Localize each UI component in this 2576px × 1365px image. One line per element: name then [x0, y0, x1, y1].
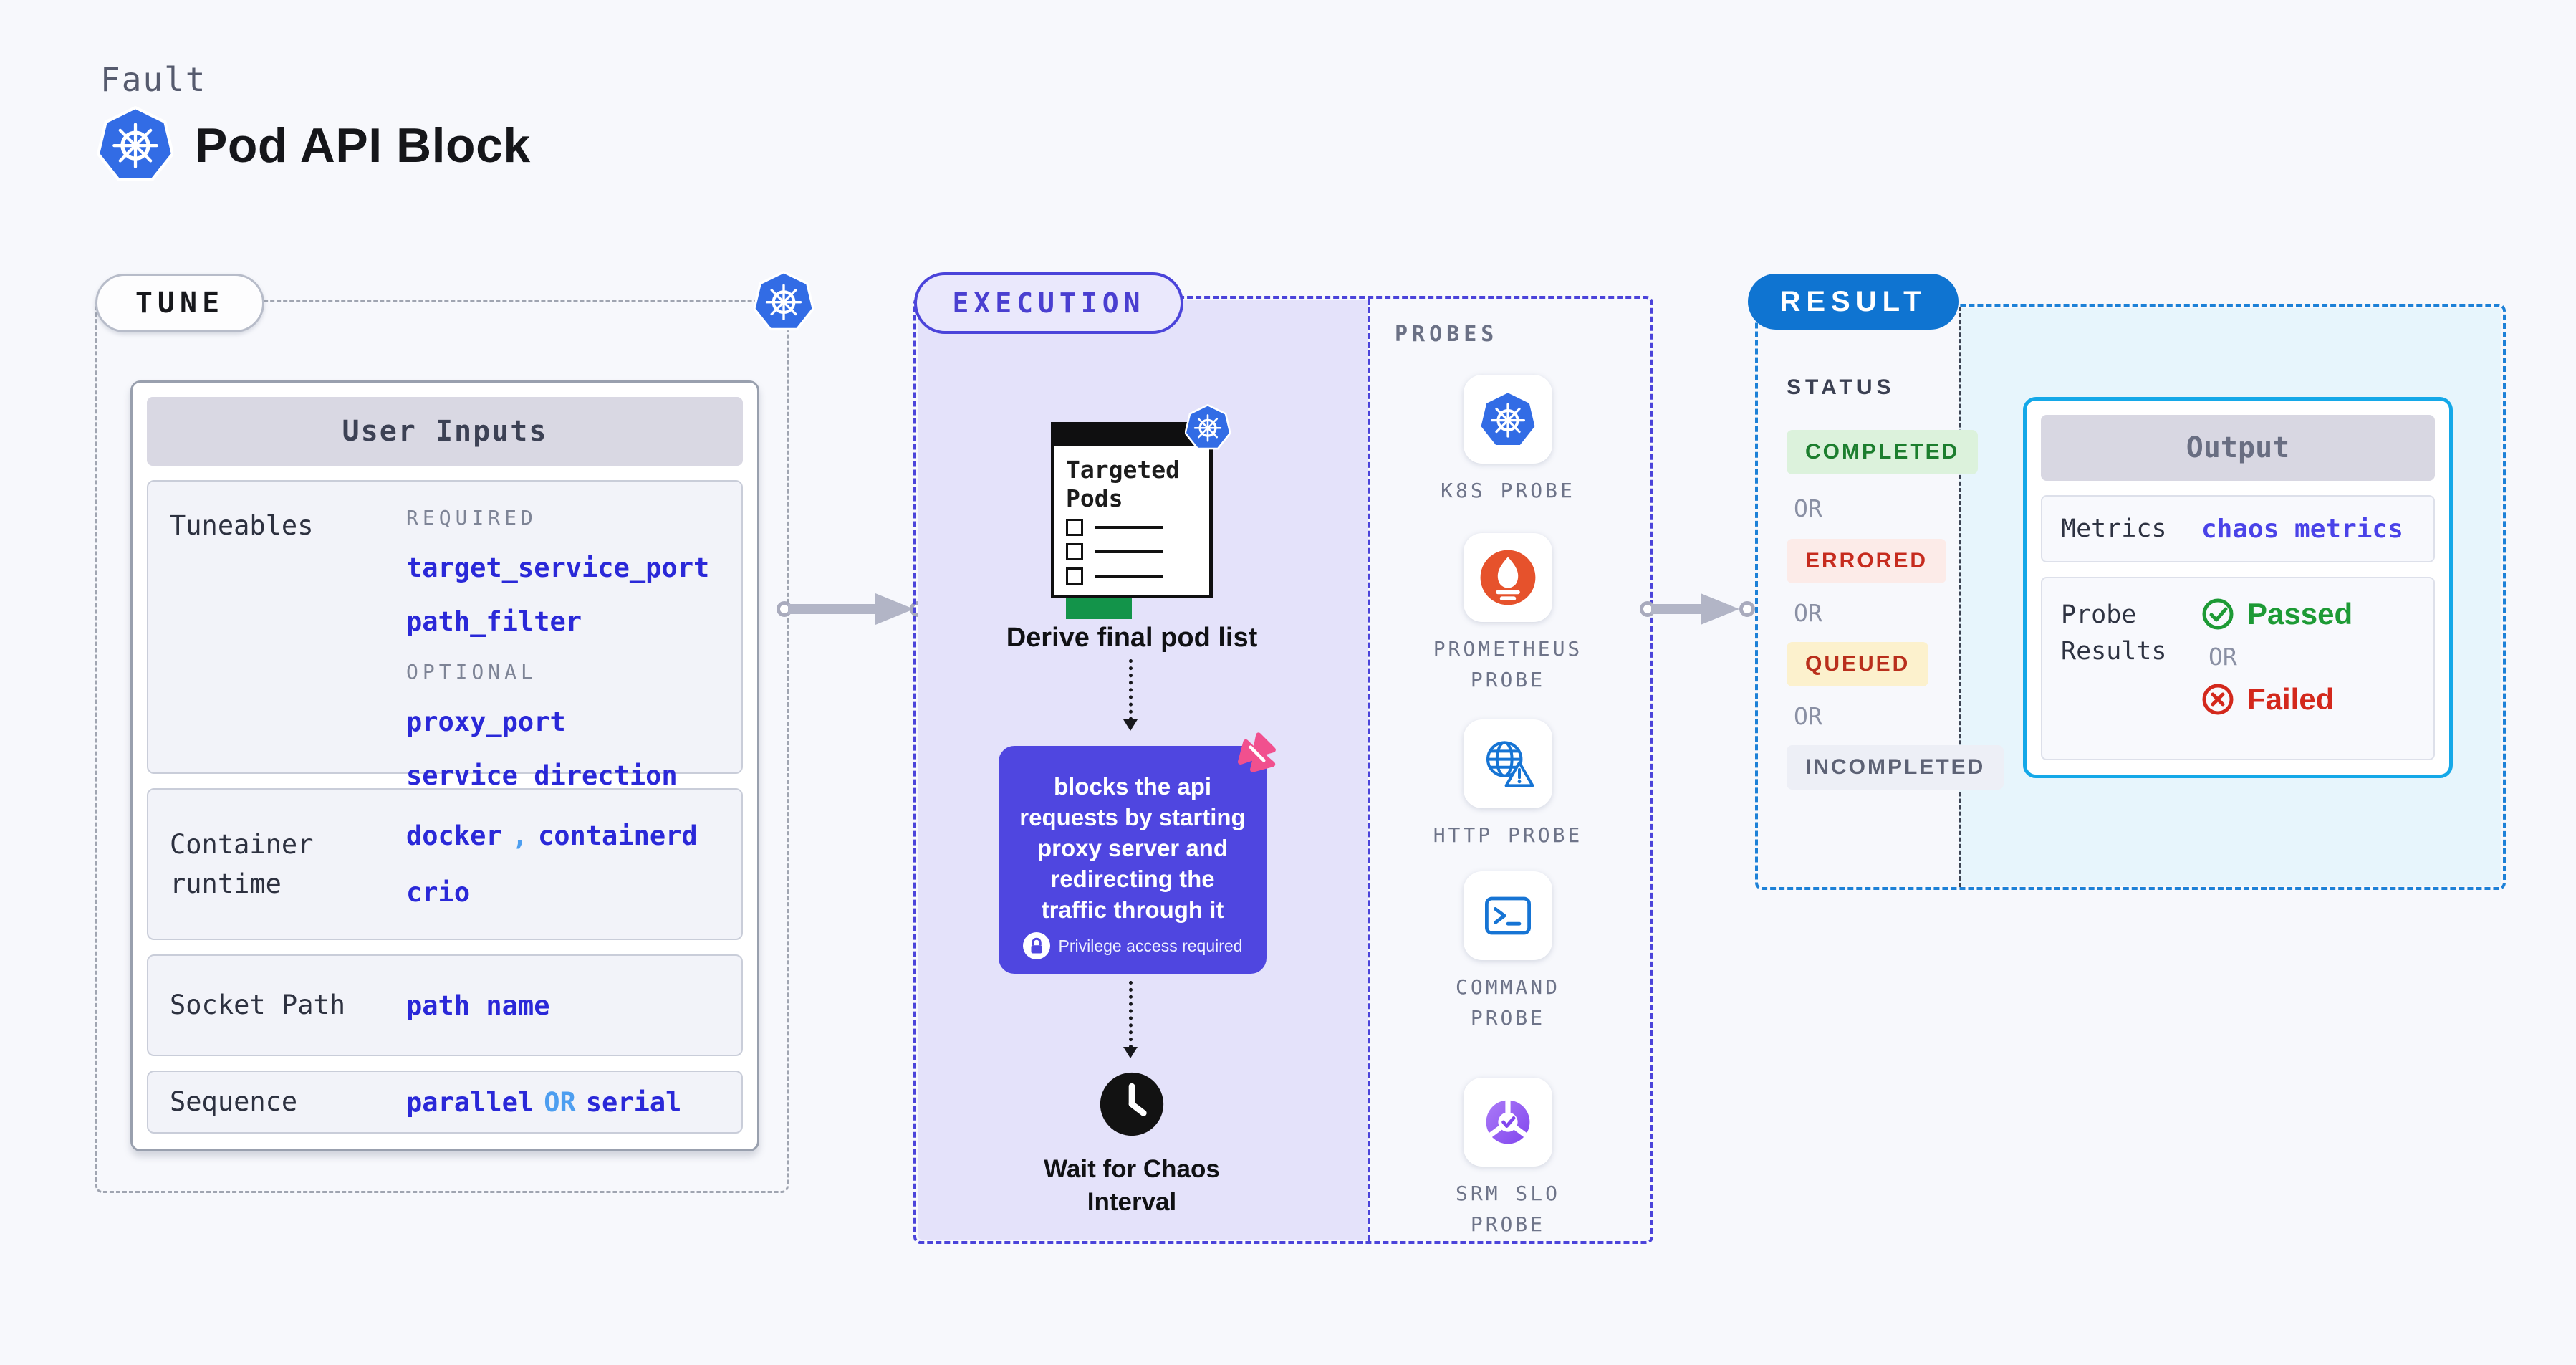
command-probe-card	[1464, 871, 1552, 960]
lock-icon	[1026, 935, 1047, 957]
checkbox-icon	[1066, 543, 1083, 560]
connector-action-to-wait	[1123, 981, 1138, 1058]
k8s-probe-card	[1464, 375, 1552, 464]
output-title: Output	[2041, 415, 2435, 481]
srm-slo-donut-icon	[1479, 1093, 1537, 1151]
x-circle-icon	[2201, 683, 2234, 716]
command-probe-label: COMMAND PROBE	[1455, 975, 1560, 1030]
kubernetes-icon	[97, 106, 173, 182]
fault-category-label: Fault	[100, 60, 207, 99]
sequence-or: OR	[544, 1086, 576, 1118]
srm-slo-probe-card	[1464, 1078, 1552, 1167]
sequence-row: Sequence parallel OR serial	[147, 1071, 743, 1134]
prometheus-probe-card	[1464, 533, 1552, 622]
user-inputs-panel: User Inputs Tuneables REQUIRED target_se…	[130, 380, 759, 1151]
kubernetes-icon	[754, 271, 814, 331]
targeted-pods-title: Targeted Pods	[1066, 456, 1180, 512]
result-pill: RESULT	[1748, 274, 1959, 330]
container-runtime-row: Container runtime docker , containerd cr…	[147, 788, 743, 940]
prometheus-probe-label: PROMETHEUS PROBE	[1433, 637, 1583, 692]
sequence-parallel: parallel	[406, 1086, 534, 1118]
failed-label: Failed	[2247, 682, 2335, 716]
status-badge-incompleted: INCOMPLETED	[1787, 745, 2004, 790]
probe-results-row: Probe Results Passed OR Failed	[2041, 577, 2435, 760]
socket-path-label: Socket Path	[170, 990, 346, 1021]
http-probe-label: HTTP PROBE	[1433, 823, 1583, 847]
targeted-pods-box: Targeted Pods	[1051, 422, 1213, 619]
clock-icon	[1097, 1070, 1166, 1139]
http-probe-card	[1464, 719, 1552, 808]
status-or-label: OR	[1794, 599, 1822, 627]
status-output-divider	[1959, 307, 1961, 887]
connector-derive-to-action	[1123, 659, 1138, 731]
socket-path-value: path name	[406, 990, 550, 1021]
probe-results-label: Probe Results	[2061, 600, 2167, 666]
execution-section: PROBES Targeted Pods Derive final pod li…	[913, 296, 1653, 1244]
output-panel: Output Metrics chaos metrics Probe Resul…	[2023, 397, 2453, 778]
tuneable-path-filter: path_filter	[406, 606, 582, 637]
probe-item-prometheus: PROMETHEUS PROBE	[1422, 533, 1594, 696]
user-inputs-title: User Inputs	[147, 397, 743, 466]
derive-pod-list-label: Derive final pod list	[1006, 623, 1258, 653]
targeted-pods-list	[1066, 519, 1163, 619]
metrics-value: chaos metrics	[2201, 514, 2403, 544]
checkbox-icon	[1066, 519, 1083, 536]
passed-label: Passed	[2247, 597, 2353, 631]
chaos-pinwheel-icon	[1231, 727, 1284, 780]
probe-item-command: COMMAND PROBE	[1422, 871, 1594, 1034]
runtime-containerd: containerd	[537, 820, 698, 851]
prometheus-icon	[1479, 549, 1537, 606]
runtime-separator: ,	[511, 820, 528, 851]
wait-for-chaos-label: Wait for Chaos Interval	[1044, 1155, 1220, 1216]
tuneable-proxy-port: proxy_port	[406, 707, 566, 737]
probes-to-result-arrow	[1640, 592, 1758, 626]
k8s-probe-label: K8S PROBE	[1441, 479, 1575, 502]
probe-item-k8s: K8S PROBE	[1422, 375, 1594, 506]
sequence-serial: serial	[585, 1086, 682, 1118]
tune-to-execution-arrow	[777, 592, 927, 626]
tuneables-row: Tuneables REQUIRED target_service_port p…	[147, 480, 743, 791]
execution-probes-divider	[1368, 299, 1370, 1241]
probes-heading: PROBES	[1395, 322, 1499, 347]
status-or-label: OR	[1794, 494, 1822, 522]
check-circle-icon	[2201, 598, 2234, 631]
tuneables-label: Tuneables	[170, 510, 314, 541]
page-title: Pod API Block	[195, 118, 531, 173]
metrics-label: Metrics	[2061, 514, 2167, 543]
status-heading: STATUS	[1787, 375, 1895, 399]
status-badge-errored: ERRORED	[1787, 539, 1947, 583]
checkbox-icon	[1066, 567, 1083, 585]
tuneable-target-service-port: target_service_port	[406, 552, 710, 583]
terminal-icon	[1479, 887, 1537, 944]
status-or-label: OR	[1794, 702, 1822, 730]
fault-action-text: blocks the api requests by starting prox…	[1019, 773, 1246, 923]
metrics-row: Metrics chaos metrics	[2041, 495, 2435, 562]
privilege-text: Privilege access required	[1058, 936, 1243, 955]
runtime-crio: crio	[406, 877, 471, 908]
kubernetes-icon	[1185, 404, 1231, 450]
execution-pill: EXECUTION	[914, 272, 1183, 334]
result-section: STATUS COMPLETED OR ERRORED OR QUEUED OR…	[1755, 304, 2506, 890]
fault-action-box: blocks the api requests by starting prox…	[999, 746, 1267, 974]
socket-path-row: Socket Path path name	[147, 954, 743, 1056]
targeted-pods-titlebar	[1054, 426, 1209, 446]
optional-heading: OPTIONAL	[406, 660, 537, 684]
sequence-label: Sequence	[170, 1086, 298, 1118]
srm-slo-probe-label: SRM SLO PROBE	[1455, 1182, 1560, 1237]
probe-item-srm-slo: SRM SLO PROBE	[1422, 1078, 1594, 1240]
container-runtime-label: Container runtime	[170, 828, 314, 900]
k8s-icon	[1479, 391, 1537, 448]
privilege-note: Privilege access required	[1022, 932, 1243, 959]
runtime-docker: docker	[406, 820, 502, 851]
tune-section	[95, 300, 789, 1193]
status-badge-queued: QUEUED	[1787, 642, 1929, 686]
required-heading: REQUIRED	[406, 506, 537, 530]
http-globe-icon	[1479, 735, 1537, 792]
progress-bar	[1066, 598, 1132, 619]
tuneable-service-direction: service_direction	[406, 760, 678, 791]
tune-pill: TUNE	[95, 274, 264, 332]
status-badge-completed: COMPLETED	[1787, 430, 1979, 474]
probe-item-http: HTTP PROBE	[1422, 719, 1594, 851]
output-or-label: OR	[2209, 643, 2237, 671]
